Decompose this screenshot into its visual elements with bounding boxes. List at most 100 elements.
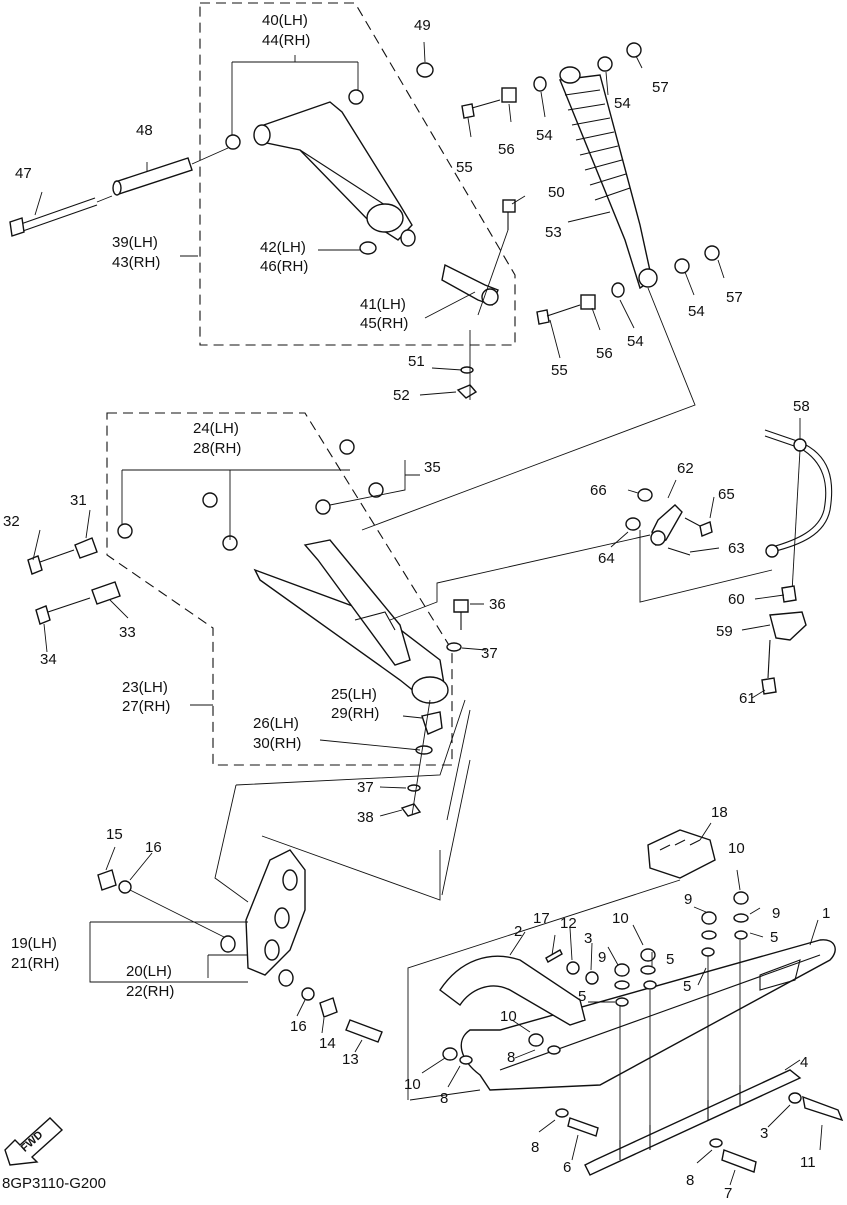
part-label-10-d: 10 — [404, 1076, 421, 1093]
part-label-49: 49 — [414, 17, 431, 34]
nut-64 — [625, 517, 641, 531]
leader-24-28-35 — [121, 460, 420, 540]
part-label-33: 33 — [119, 624, 136, 641]
handle-2 — [439, 955, 586, 1026]
part-label-41: 41(LH) — [360, 296, 406, 313]
bracket-59 — [769, 611, 807, 641]
axis-line-15-16 — [129, 889, 231, 941]
ski-saddle-18 — [647, 829, 716, 879]
part-label-57-upper: 57 — [652, 79, 669, 96]
bolt-50 — [502, 199, 516, 230]
washer-16-lower — [301, 987, 315, 1001]
part-label-5-b: 5 — [666, 951, 674, 968]
part-label-54-b: 54 — [536, 127, 553, 144]
nut-42-46 — [359, 241, 377, 255]
axis-line-50 — [477, 229, 509, 316]
part-label-59: 59 — [716, 623, 733, 640]
ski-hardware — [442, 891, 844, 1173]
steering-column-lines — [441, 709, 471, 896]
nut-38 — [400, 803, 422, 817]
part-label-9-a: 9 — [684, 891, 692, 908]
part-label-56-upper: 56 — [498, 141, 515, 158]
part-label-15: 15 — [106, 826, 123, 843]
part-label-22: 22(RH) — [126, 983, 174, 1000]
bolt-65-shank — [684, 517, 701, 527]
part-label-13: 13 — [342, 1051, 359, 1068]
part-label-60: 60 — [728, 591, 745, 608]
part-label-3-upper: 3 — [584, 930, 592, 947]
part-label-65: 65 — [718, 486, 735, 503]
bolt-34 — [35, 597, 91, 625]
nut-52 — [456, 384, 478, 399]
ski-bolt-axis-lines — [619, 940, 741, 1150]
part-label-18: 18 — [711, 804, 728, 821]
lower-shock-mount-hardware — [536, 245, 720, 325]
part-label-50: 50 — [548, 184, 565, 201]
part-label-9-c: 9 — [598, 949, 606, 966]
part-label-10-a: 10 — [728, 840, 745, 857]
cable-58 — [764, 429, 833, 593]
part-label-28: 28(RH) — [193, 440, 241, 457]
ski-frame-lines — [407, 879, 681, 1101]
stabilizer-link-62 — [650, 504, 683, 546]
part-label-45: 45(RH) — [360, 315, 408, 332]
spindle-frame-lines — [214, 699, 466, 903]
washer-16-upper — [118, 880, 132, 894]
part-label-51: 51 — [408, 353, 425, 370]
upper-arm-group-box — [199, 2, 516, 346]
part-label-16-lower: 16 — [290, 1018, 307, 1035]
part-label-27: 27(RH) — [122, 698, 170, 715]
part-label-8-a: 8 — [507, 1049, 515, 1066]
bolt-47 — [9, 197, 98, 237]
bolt-32 — [27, 549, 75, 575]
part-label-47: 47 — [15, 165, 32, 182]
part-label-55-lower: 55 — [551, 362, 568, 379]
part-label-37-upper: 37 — [481, 645, 498, 662]
part-label-53: 53 — [545, 224, 562, 241]
clamp-60 — [781, 585, 797, 603]
part-label-36: 36 — [489, 596, 506, 613]
bolt-63-shank — [667, 547, 691, 556]
axis-line-37-38 — [411, 699, 431, 816]
part-label-8-d: 8 — [686, 1172, 694, 1189]
part-label-25: 25(LH) — [331, 686, 377, 703]
part-label-5-d: 5 — [578, 988, 586, 1005]
part-label-9-b: 9 — [772, 905, 780, 922]
part-label-7: 7 — [724, 1185, 732, 1200]
part-label-17: 17 — [533, 910, 550, 927]
part-label-54-d: 54 — [627, 333, 644, 350]
bolt-65 — [699, 521, 713, 537]
part-label-5-c: 5 — [683, 978, 691, 995]
part-label-52: 52 — [393, 387, 410, 404]
part-label-1: 1 — [822, 905, 830, 922]
bushing-14 — [319, 997, 338, 1018]
part-label-62: 62 — [677, 460, 694, 477]
part-label-2: 2 — [514, 923, 522, 940]
part-label-10-b: 10 — [612, 910, 629, 927]
part-label-46: 46(RH) — [260, 258, 308, 275]
spindle-19-21 — [245, 849, 306, 976]
lower-arm-assembly — [253, 539, 449, 704]
part-label-55-upper: 55 — [456, 159, 473, 176]
part-label-8-c: 8 — [531, 1139, 539, 1156]
part-label-3-lower: 3 — [760, 1125, 768, 1142]
part-label-8-b: 8 — [440, 1090, 448, 1107]
part-label-34: 34 — [40, 651, 57, 668]
part-label-10-c: 10 — [500, 1008, 517, 1025]
part-label-24: 24(LH) — [193, 420, 239, 437]
part-label-14: 14 — [319, 1035, 336, 1052]
part-label-63: 63 — [728, 540, 745, 557]
part-label-16-upper: 16 — [145, 839, 162, 856]
part-label-64: 64 — [598, 550, 615, 567]
part-label-29: 29(RH) — [331, 705, 379, 722]
part-label-23: 23(LH) — [122, 679, 168, 696]
part-label-56-lower: 56 — [596, 345, 613, 362]
ball-joint-41-45 — [441, 263, 499, 306]
washer-51 — [460, 366, 474, 374]
part-label-39: 39(LH) — [112, 234, 158, 251]
shock-link-line — [361, 287, 696, 531]
upper-shock-mount-hardware — [461, 42, 642, 119]
part-label-11: 11 — [800, 1154, 816, 1171]
pin-13 — [345, 1019, 383, 1043]
